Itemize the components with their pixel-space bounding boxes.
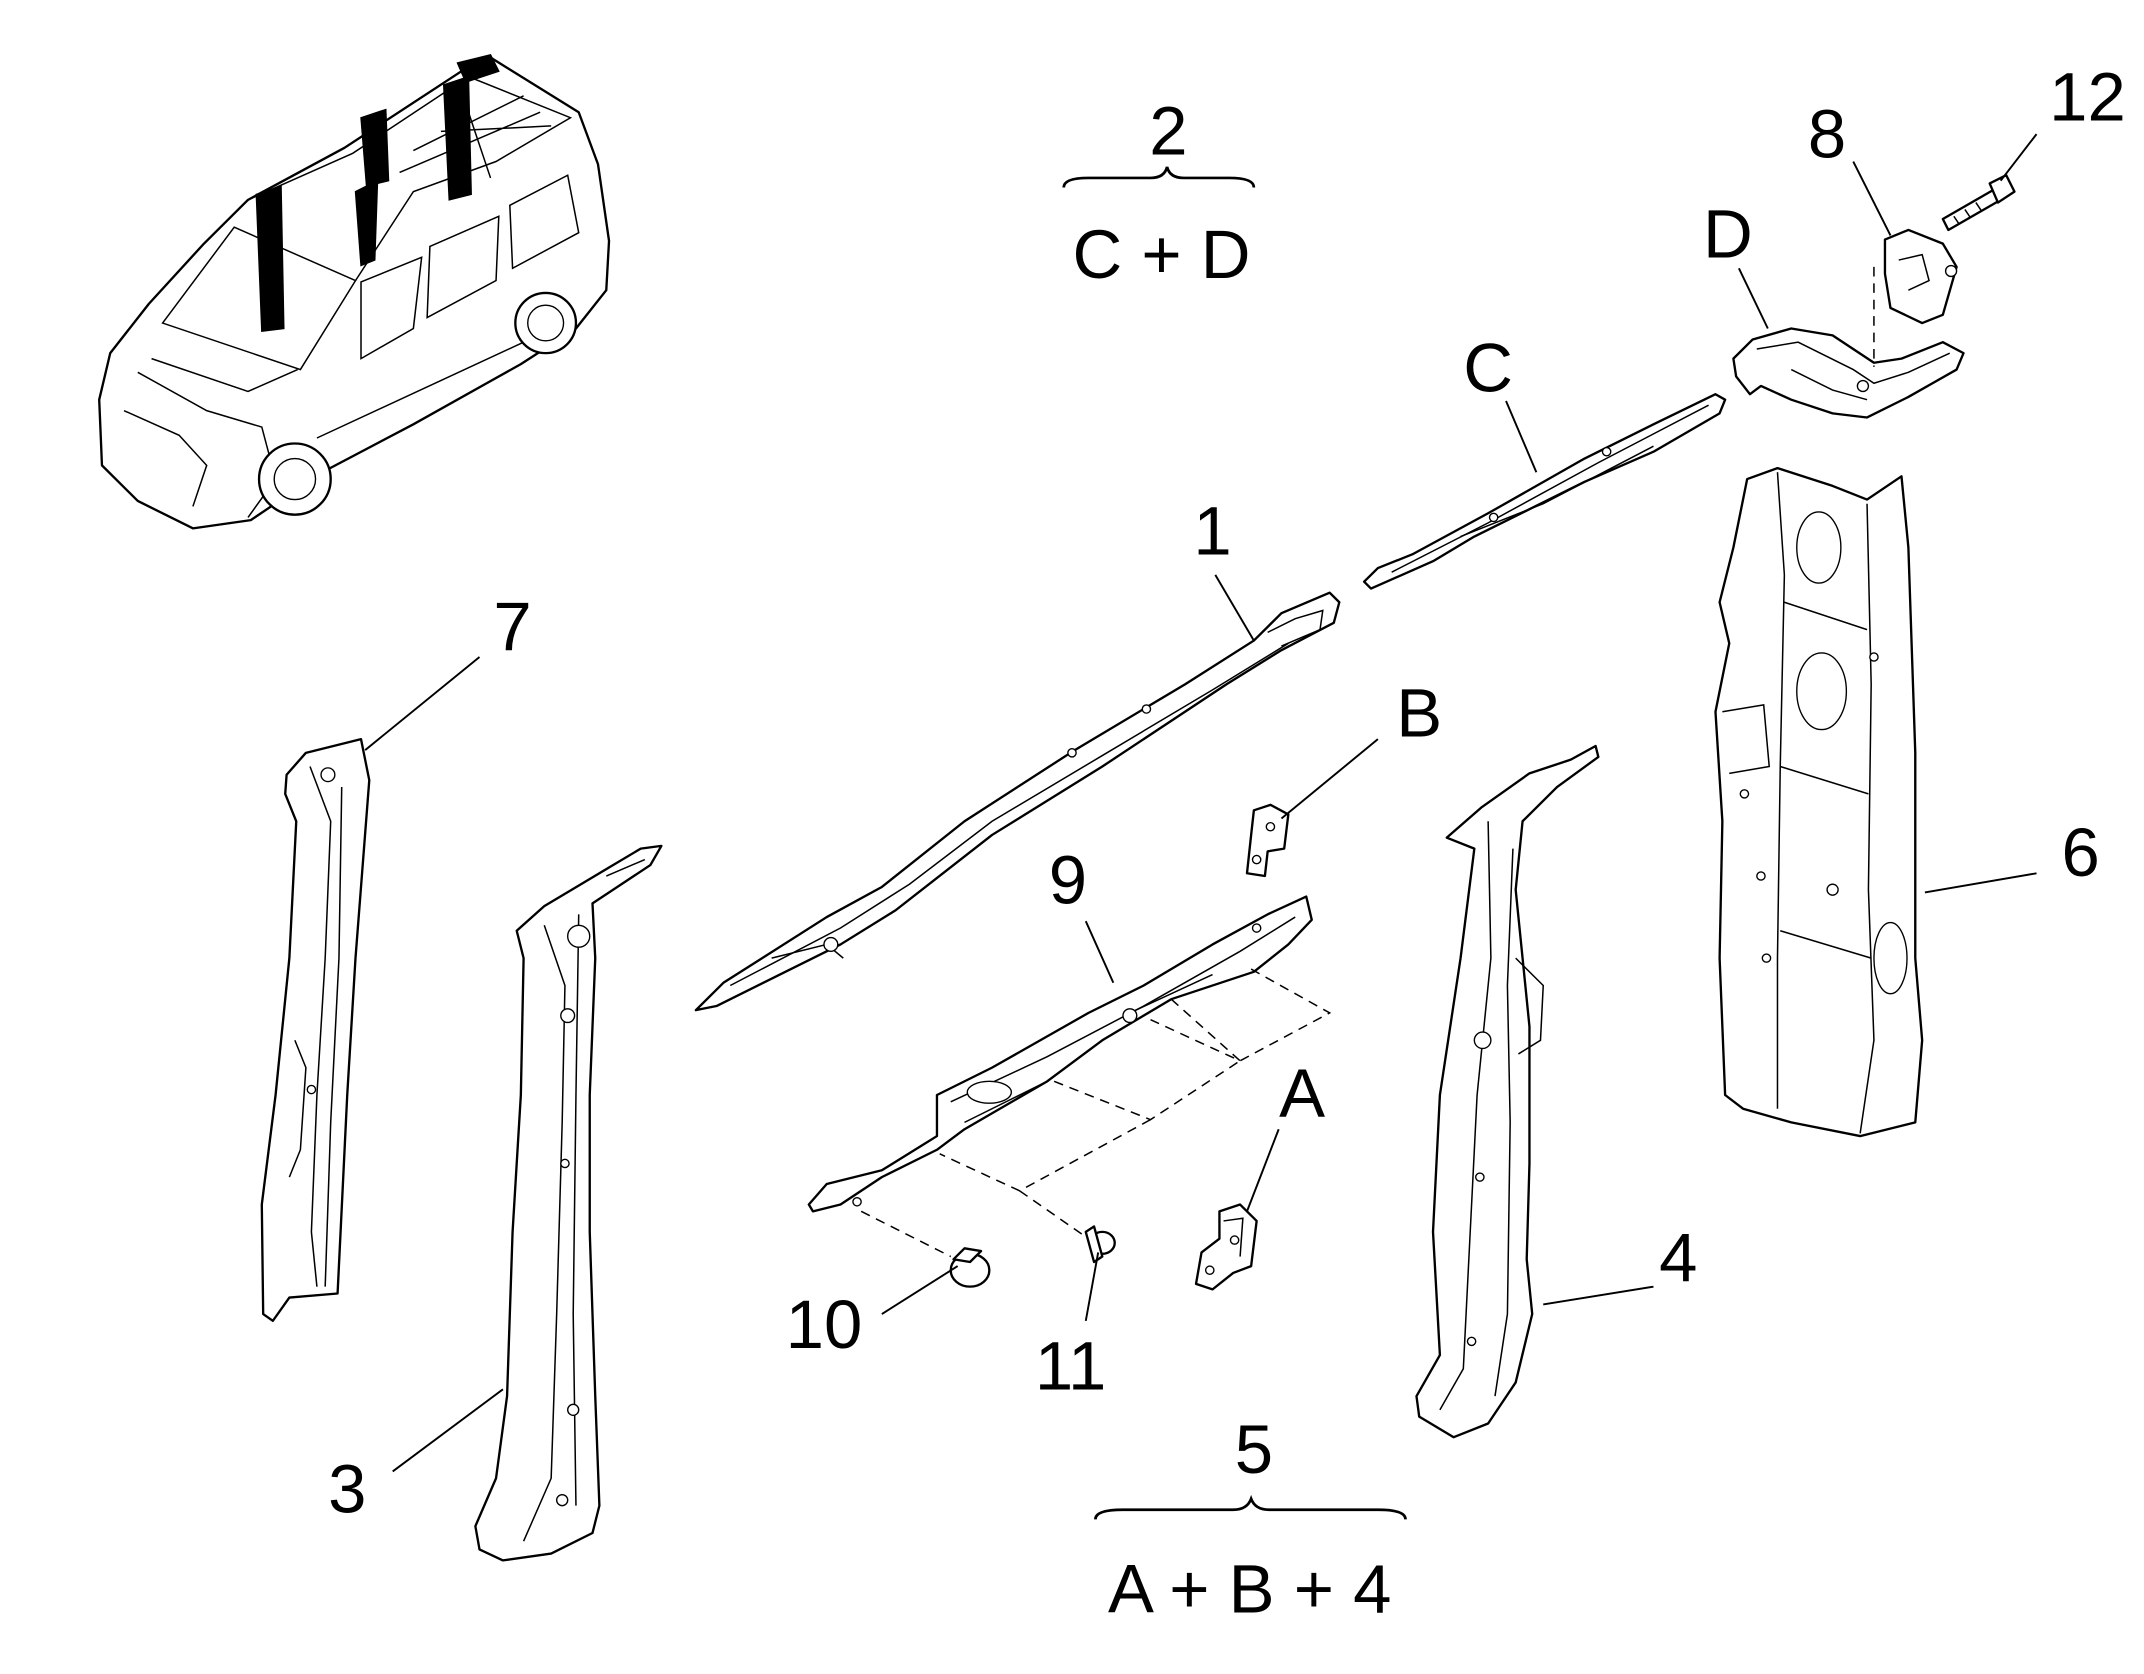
callout-labels: 1 3 4 6 7 8 9 10 11 12 A B C D 2 C + D 5… [328,59,2126,1628]
group-2-number: 2 [1149,93,1187,170]
part-10 [949,1247,991,1288]
part-6 [1714,466,1924,1138]
callout-8: 8 [1808,96,1846,173]
part-3 [474,844,663,1562]
callout-3: 3 [328,1451,366,1528]
part-C [1362,393,1727,590]
highlighted-pillar-rear [442,75,472,201]
group-5-number: 5 [1235,1411,1273,1488]
assembly-lines-9 [860,968,1332,1258]
group-5-brace [1094,1494,1407,1520]
callout-12: 12 [2049,59,2126,136]
part-11 [1084,1225,1116,1264]
part-9 [807,895,1313,1213]
callout-6: 6 [2061,814,2099,891]
callout-10: 10 [786,1286,863,1363]
group-2-brace [1062,166,1256,188]
part-8 [1883,228,1958,325]
part-7 [260,737,371,1323]
callout-D: D [1703,196,1753,273]
callout-7: 7 [493,588,531,665]
leader-lines [364,133,2038,1473]
callout-1: 1 [1193,493,1231,570]
callout-C: C [1463,330,1513,407]
part-1 [694,591,1341,1012]
highlighted-roof-bow [360,108,390,188]
highlighted-roof-rail [456,53,500,83]
group-5-formula: A + B + 4 [1108,1551,1391,1628]
callout-B: B [1396,675,1442,752]
part-B [1245,803,1290,878]
callout-11: 11 [1035,1328,1107,1405]
part-D [1732,327,1965,419]
callout-A: A [1279,1055,1325,1132]
part-A [1194,1203,1258,1291]
highlighted-pillar-front [255,185,285,333]
van-overview-illustration [98,53,611,530]
part-12 [1941,174,2016,232]
callout-4: 4 [1659,1219,1697,1296]
group-2-formula: C + D [1073,216,1251,293]
callout-9: 9 [1049,842,1087,919]
part-4 [1415,744,1600,1439]
